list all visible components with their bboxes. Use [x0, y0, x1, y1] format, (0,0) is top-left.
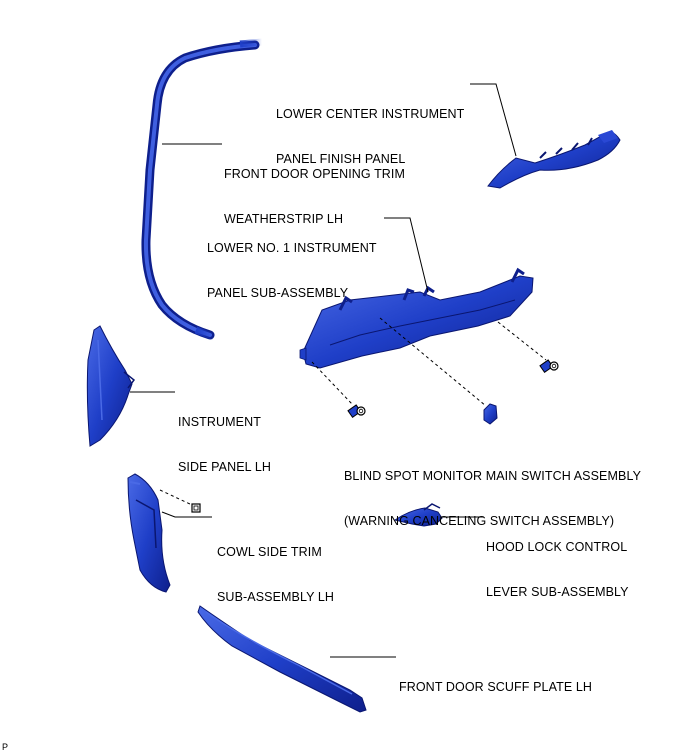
corner-mark: P — [2, 742, 9, 752]
hood-lock-control-lever-part — [393, 503, 443, 527]
label-lower-center-finish-panel: LOWER CENTER INSTRUMENT PANEL FINISH PAN… — [276, 107, 465, 166]
label-front-door-scuff-plate: FRONT DOOR SCUFF PLATE LH — [399, 680, 593, 694]
screw-parts — [191, 359, 559, 513]
lower-center-finish-panel-part — [487, 130, 621, 189]
dashed-lines — [159, 317, 547, 506]
front-door-scuff-plate-part — [197, 605, 367, 713]
label-instrument-side-panel: INSTRUMENT SIDE PANEL LH — [178, 415, 271, 474]
label-cowl-side-trim: COWL SIDE TRIM SUB-ASSEMBLY LH — [217, 545, 335, 604]
instrument-side-panel-part — [86, 325, 136, 447]
blind-spot-monitor-switch-part — [483, 403, 498, 425]
label-lower-no1-instrument-panel: LOWER NO. 1 INSTRUMENT PANEL SUB-ASSEMBL… — [207, 241, 377, 300]
front-door-opening-trim-weatherstrip-part — [141, 38, 263, 341]
label-hood-lock-control-lever: HOOD LOCK CONTROL LEVER SUB-ASSEMBLY — [486, 540, 629, 599]
label-front-door-opening-trim: FRONT DOOR OPENING TRIM WEATHERSTRIP LH — [224, 167, 406, 226]
cowl-side-trim-part — [127, 473, 171, 593]
label-blind-spot-monitor-switch: BLIND SPOT MONITOR MAIN SWITCH ASSEMBLY … — [344, 469, 642, 528]
lower-no1-instrument-panel-part — [299, 267, 534, 369]
leader-lines — [130, 83, 517, 658]
